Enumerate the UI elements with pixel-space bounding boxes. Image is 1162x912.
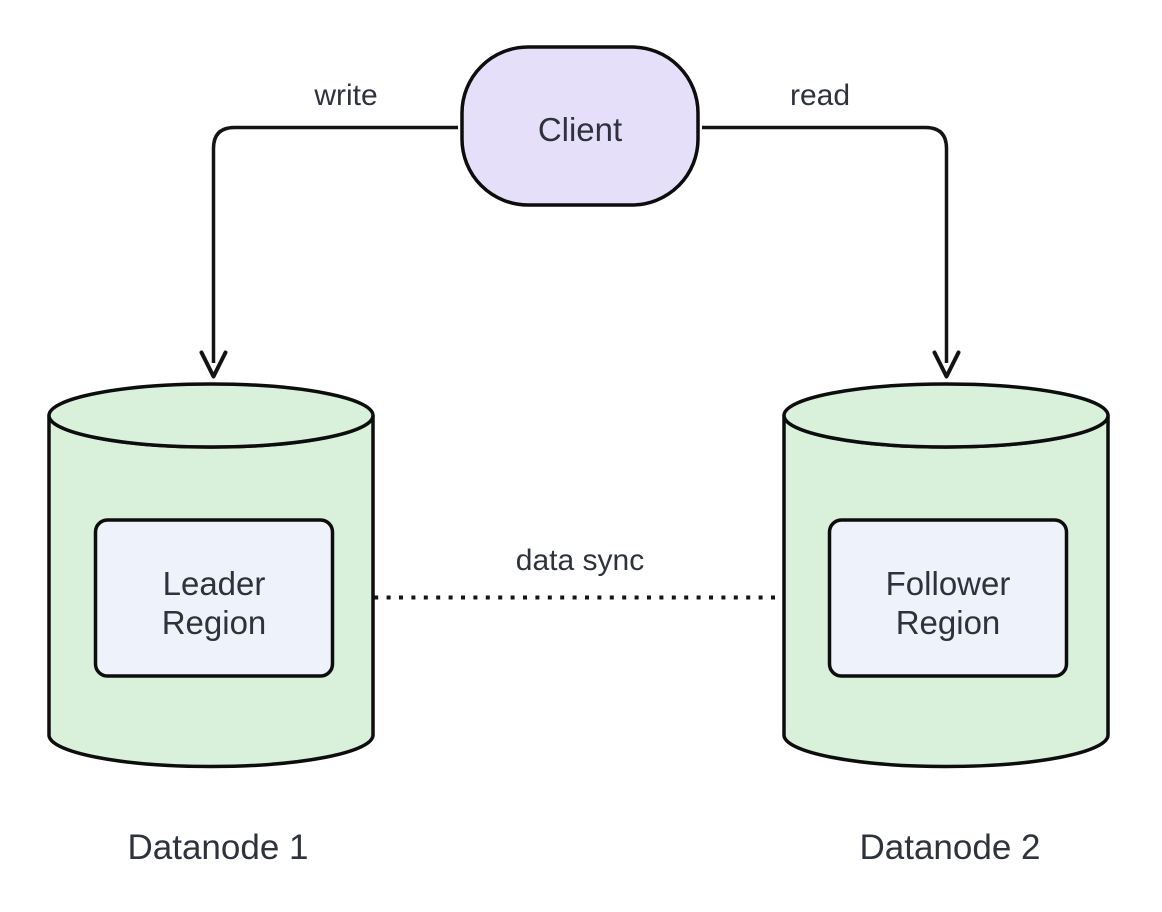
node-client: Client (460, 45, 700, 207)
follower-region-label-line2: Region (896, 604, 1001, 641)
follower-region-label-line1: Follower (886, 565, 1011, 602)
datanode2-caption: Datanode 2 (860, 828, 1041, 867)
follower-region-box (827, 518, 1069, 678)
client-stadium-shape (460, 45, 700, 207)
leader-region-label-line2: Region (162, 604, 267, 641)
node-datanode2: Follower Region Datanode 2 (782, 382, 1110, 867)
leader-region-node: Leader Region (93, 518, 335, 678)
node-datanode1: Leader Region Datanode 1 (47, 382, 375, 867)
write-arrow-line (211, 125, 458, 363)
write-edge-label: write (313, 79, 377, 112)
edge-write: write (199, 79, 458, 379)
leader-region-box (93, 518, 335, 678)
edge-read: read (702, 79, 961, 379)
write-arrowhead-icon (199, 350, 228, 379)
client-label: Client (538, 111, 622, 148)
read-edge-label: read (790, 79, 850, 112)
data-sync-edge-label: data sync (516, 544, 644, 577)
follower-region-node: Follower Region (827, 518, 1069, 678)
datanode1-cylinder-top (47, 382, 375, 449)
edge-data-sync: data sync (337, 544, 824, 612)
datanode2-cylinder-top (782, 382, 1110, 449)
read-arrow-line (702, 125, 949, 363)
read-arrowhead-icon (932, 350, 961, 379)
leader-region-label-line1: Leader (163, 565, 266, 602)
datanode1-caption: Datanode 1 (128, 828, 309, 867)
